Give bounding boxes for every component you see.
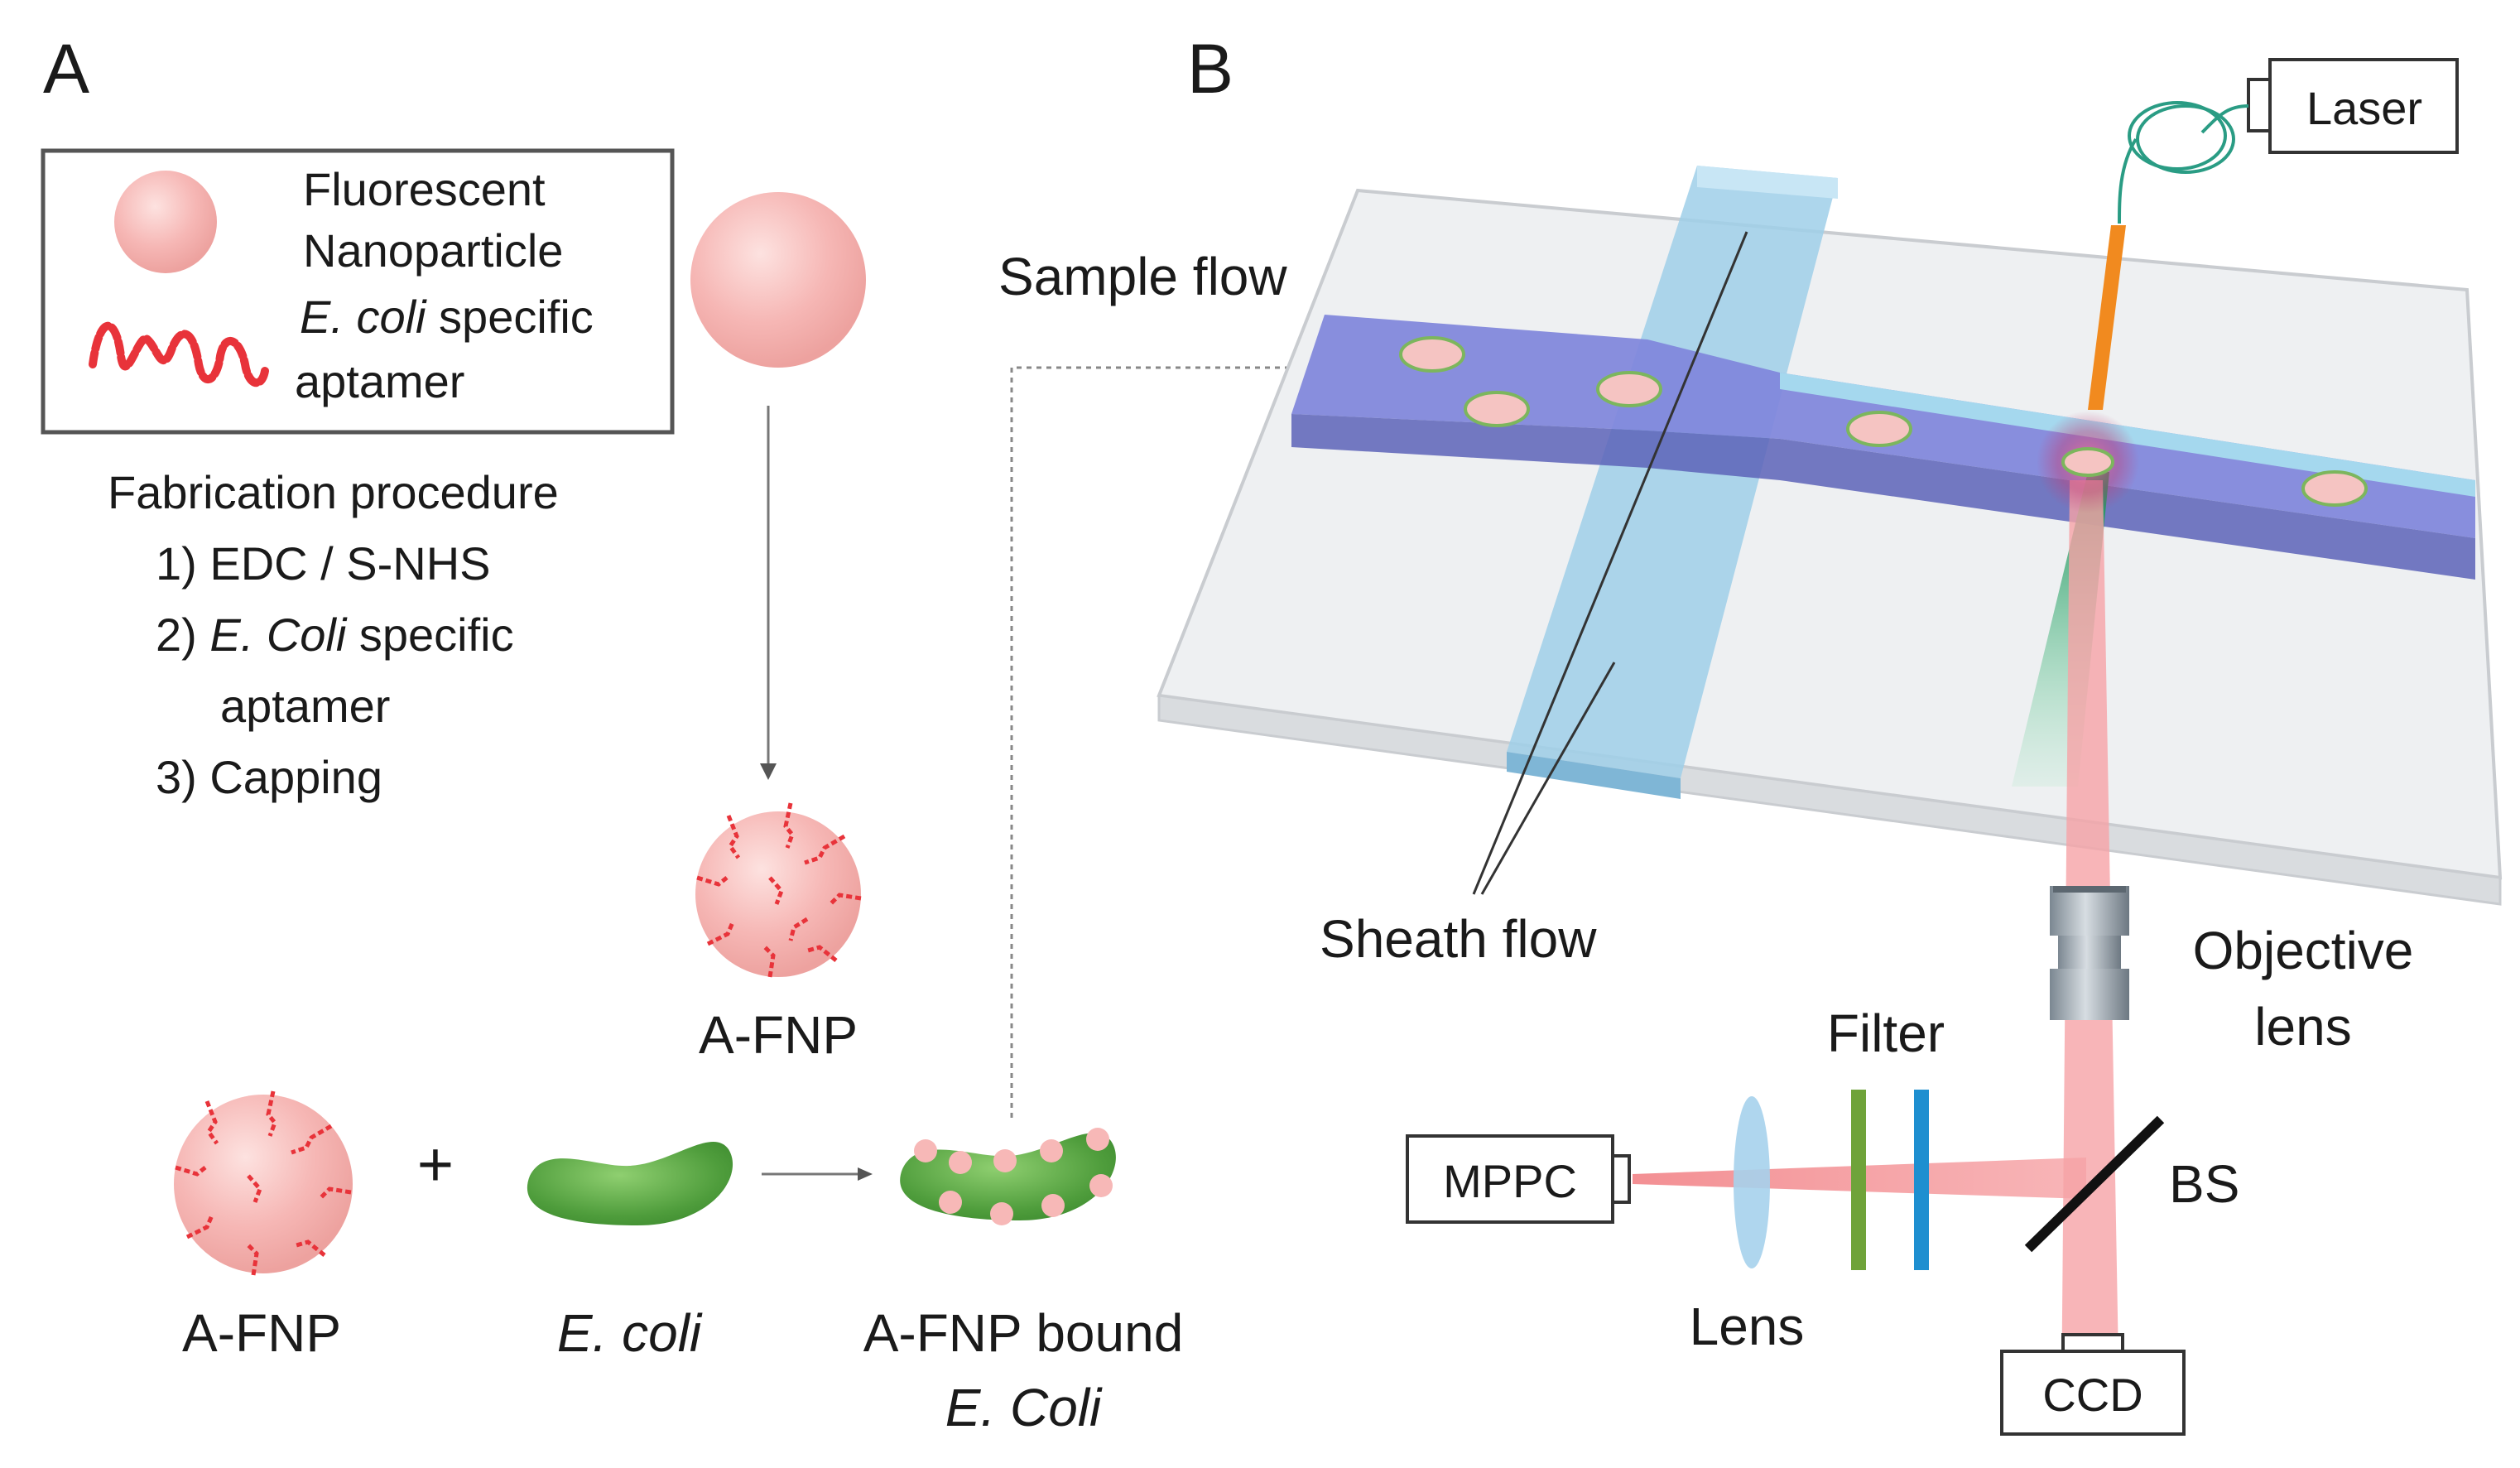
bare-nanoparticle [690, 192, 866, 368]
objective-label-line2: lens [2254, 997, 2351, 1056]
afnp-bottom-label: A-FNP [182, 1303, 341, 1363]
binding-arrow-head [858, 1167, 873, 1181]
legend-fnp-line2: Nanoparticle [303, 224, 563, 277]
fabrication-arrow-head [760, 763, 777, 780]
focusing-lens [1734, 1096, 1770, 1268]
legend-box: Fluorescent Nanoparticle E. coli specifi… [41, 148, 675, 435]
sheath-flow-label: Sheath flow [1320, 909, 1597, 969]
sheath-pointer-bottom [1480, 662, 1616, 895]
panel-a-label: A [43, 30, 89, 108]
fabrication-procedure: Fabrication procedure 1) EDC / S-NHS 2) … [108, 466, 559, 803]
procedure-step3: 3) Capping [156, 751, 382, 803]
laser-beam [2088, 225, 2126, 410]
procedure-step2: 2) E. Coli specific [156, 609, 514, 661]
sheath-flow-channel [1507, 166, 1838, 799]
afnp-particle-bottom [174, 1090, 353, 1276]
laser-source [2118, 58, 2459, 224]
sheath-pointer-top [1472, 231, 1748, 895]
lens-label: Lens [1690, 1297, 1805, 1356]
bacteria-clusters [1399, 336, 2368, 507]
legend-fnp-line1: Fluorescent [303, 163, 546, 215]
filter-green [1851, 1090, 1866, 1270]
plus-sign: + [417, 1129, 454, 1200]
mppc-detector [1406, 1134, 1631, 1224]
afnp-bound-ecoli [900, 1128, 1116, 1225]
ecoli-bacterium [527, 1141, 733, 1225]
mppc-label: MPPC [1443, 1155, 1577, 1207]
ccd-detector [2000, 1333, 2186, 1436]
afnp-particle-top [695, 802, 862, 978]
nanoparticle-legend-icon [114, 171, 217, 273]
detected-cluster [2061, 447, 2114, 477]
filter-blue [1914, 1090, 1929, 1270]
laser-label: Laser [2306, 82, 2422, 134]
ccd-label: CCD [2042, 1369, 2142, 1421]
aptamer-legend-icon [89, 321, 269, 387]
procedure-step2-line2: aptamer [220, 680, 390, 732]
sample-flow-label: Sample flow [998, 247, 1287, 306]
ecoli-label: E. coli [557, 1303, 703, 1363]
bound-label-line2: E. Coli [945, 1378, 1103, 1437]
beam-splitter [2024, 1115, 2165, 1253]
panel-b-label: B [1187, 30, 1234, 108]
bound-label-line1: A-FNP bound [863, 1303, 1184, 1363]
filter-label: Filter [1827, 1004, 1945, 1063]
afnp-top-label: A-FNP [699, 1005, 858, 1065]
objective-lens [2050, 886, 2129, 1020]
objective-label-line1: Objective [2193, 921, 2414, 980]
procedure-title: Fabrication procedure [108, 466, 559, 518]
legend-aptamer-line1: E. coli specific [300, 291, 594, 343]
bs-label: BS [2169, 1154, 2239, 1214]
legend-aptamer-line2: aptamer [295, 355, 464, 407]
sample-connector-line [1010, 366, 1326, 1118]
procedure-step1: 1) EDC / S-NHS [156, 537, 491, 590]
